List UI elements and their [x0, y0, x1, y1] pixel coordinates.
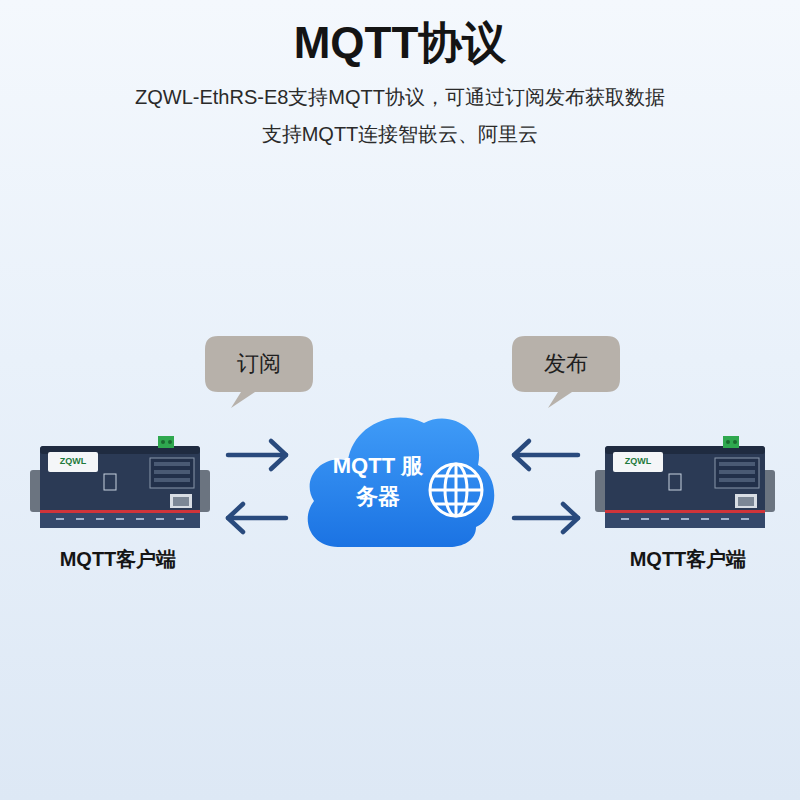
arrow-head	[228, 504, 243, 532]
globe-equator	[430, 489, 482, 492]
title: MQTT协议	[0, 14, 800, 73]
client-label: MQTT客户端	[22, 546, 214, 572]
client-text-box: MQTT客户端	[22, 546, 214, 572]
client-label: MQTT客户端	[592, 546, 784, 572]
arrow-shaft	[514, 453, 578, 458]
arrow-head	[271, 441, 286, 469]
bubble-label: 订阅	[237, 349, 281, 379]
arrow-shaft	[514, 516, 578, 521]
arrow-shaft	[228, 516, 286, 521]
bubble-outline	[205, 336, 313, 408]
device-left	[30, 436, 210, 528]
globe-ring	[430, 464, 482, 516]
device-right	[595, 436, 775, 528]
bubble-outline	[512, 336, 620, 408]
globe-icon	[430, 464, 482, 516]
arrow-head	[514, 441, 529, 469]
bubble-text-box: 发布	[512, 336, 620, 392]
device-logo: ZQWL	[614, 456, 662, 468]
client-text-box: MQTT客户端	[592, 546, 784, 572]
arrow-shaft	[228, 453, 286, 458]
speech-bubble: 发布	[512, 336, 620, 408]
flow-arrow	[514, 441, 578, 469]
flow-arrow	[228, 441, 286, 469]
client-device: MQTT客户端	[592, 432, 784, 572]
client-device: MQTT客户端	[22, 432, 214, 572]
cloud-outline	[308, 417, 495, 547]
server-label: MQTT 服务器	[332, 451, 424, 513]
subtitle-line: ZQWL-EthRS-E8支持MQTT协议，可通过订阅发布获取数据	[0, 84, 800, 110]
flow-arrow	[514, 504, 578, 532]
speech-bubble: 订阅	[205, 336, 313, 408]
server-text-box: MQTT 服务器	[332, 451, 424, 513]
cloud-server: MQTT 服务器	[300, 405, 500, 550]
flow-arrow	[228, 504, 286, 532]
bubble-text-box: 订阅	[205, 336, 313, 392]
subtitle-line: 支持MQTT连接智嵌云、阿里云	[0, 121, 800, 147]
bubble-label: 发布	[544, 349, 588, 379]
device-logo: ZQWL	[49, 456, 97, 468]
globe-parallel	[435, 476, 477, 504]
arrow-head	[563, 504, 578, 532]
